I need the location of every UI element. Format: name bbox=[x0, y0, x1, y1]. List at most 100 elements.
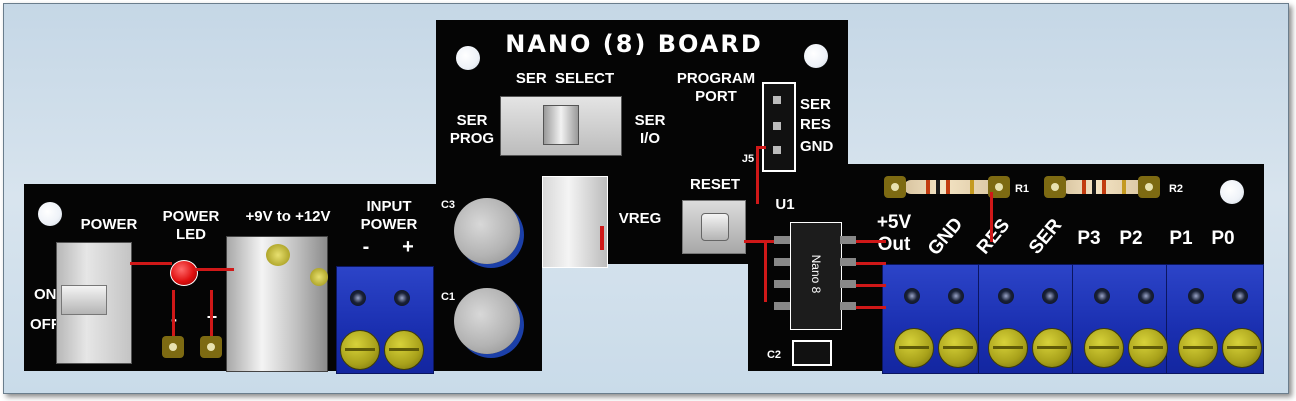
u1-label: U1 bbox=[775, 196, 795, 213]
chip-label: Nano 8 bbox=[809, 254, 823, 294]
terminal-hole bbox=[1094, 288, 1110, 304]
resistor-band bbox=[926, 180, 930, 194]
r1-label: R1 bbox=[1014, 183, 1030, 195]
board-title: NANO (8) BOARD bbox=[505, 30, 763, 58]
terminal-hole bbox=[350, 290, 366, 306]
dc-jack-pin bbox=[310, 268, 328, 286]
terminal-screw[interactable] bbox=[1032, 328, 1072, 368]
r2-pad bbox=[1044, 176, 1066, 198]
reset-button-cap[interactable] bbox=[701, 213, 729, 241]
trace bbox=[856, 240, 886, 243]
r2-label: R2 bbox=[1168, 183, 1184, 195]
power-switch-knob[interactable] bbox=[61, 285, 107, 315]
chip-pin bbox=[840, 258, 856, 266]
p1-label: P1 bbox=[1169, 228, 1193, 249]
terminal-hole bbox=[1138, 288, 1154, 304]
terminal-screw[interactable] bbox=[384, 330, 424, 370]
terminal-screw[interactable] bbox=[988, 328, 1028, 368]
ser-select-switch[interactable] bbox=[500, 96, 622, 156]
resistor-r2 bbox=[1062, 180, 1148, 194]
p3-label: P3 bbox=[1077, 228, 1101, 249]
power-label: POWER bbox=[80, 216, 138, 233]
trace bbox=[756, 146, 766, 149]
terminal-hole bbox=[1042, 288, 1058, 304]
ser-select-label: SER SELECT bbox=[515, 70, 615, 87]
input-minus-label: - bbox=[362, 236, 370, 258]
canvas-frame: NANO (8) BOARD POWER ON OFF POWER LED - … bbox=[3, 3, 1289, 394]
nano8-chip: Nano 8 bbox=[790, 222, 842, 330]
power-led-label: POWER LED bbox=[162, 208, 220, 243]
mount-hole bbox=[456, 46, 480, 70]
led-pad-minus bbox=[162, 336, 184, 358]
terminal-screw[interactable] bbox=[1084, 328, 1124, 368]
j5-label: J5 bbox=[741, 153, 755, 165]
voltage-label: +9V to +12V bbox=[245, 208, 331, 225]
power-switch[interactable] bbox=[56, 242, 132, 364]
chip-pin bbox=[840, 302, 856, 310]
terminal-screw[interactable] bbox=[1222, 328, 1262, 368]
terminal-screw[interactable] bbox=[938, 328, 978, 368]
terminal-hole bbox=[998, 288, 1014, 304]
on-label: ON bbox=[34, 286, 57, 303]
mount-hole bbox=[804, 44, 828, 68]
ser-prog-label: SER PROG bbox=[449, 112, 495, 147]
resistor-band bbox=[970, 180, 974, 194]
trace bbox=[856, 284, 886, 287]
program-port-label: PROGRAM PORT bbox=[676, 70, 756, 105]
terminal-hole bbox=[904, 288, 920, 304]
trace bbox=[210, 290, 213, 336]
resistor-band bbox=[946, 180, 950, 194]
trace bbox=[172, 290, 175, 336]
resistor-band bbox=[1122, 180, 1126, 194]
mount-hole bbox=[38, 202, 62, 226]
pin-ser-label: SER bbox=[800, 96, 831, 113]
reset-button[interactable] bbox=[682, 200, 746, 254]
led-pad-plus bbox=[200, 336, 222, 358]
resistor-band bbox=[1092, 180, 1096, 194]
chip-pin bbox=[774, 258, 790, 266]
trace bbox=[194, 268, 234, 271]
off-label: OFF bbox=[30, 316, 60, 333]
chip-pin bbox=[774, 302, 790, 310]
r2-pad bbox=[1138, 176, 1160, 198]
trace bbox=[744, 240, 788, 243]
ser-select-knob[interactable] bbox=[543, 105, 579, 145]
voltage-regulator bbox=[542, 176, 608, 268]
c1-label: C1 bbox=[440, 291, 456, 303]
dc-jack-barrel bbox=[266, 244, 290, 266]
program-port-header[interactable] bbox=[762, 82, 796, 172]
chip-pin bbox=[840, 236, 856, 244]
terminal-screw[interactable] bbox=[894, 328, 934, 368]
chip-pin bbox=[840, 280, 856, 288]
c3-label: C3 bbox=[440, 199, 456, 211]
trace bbox=[856, 306, 886, 309]
trace bbox=[764, 242, 767, 302]
p0-label: P0 bbox=[1211, 228, 1235, 249]
terminal-screw[interactable] bbox=[1178, 328, 1218, 368]
trace bbox=[990, 192, 993, 242]
header-pin bbox=[773, 122, 781, 130]
capacitor-c1 bbox=[454, 288, 520, 354]
out-5v-label: +5V Out bbox=[876, 212, 912, 255]
p2-label: P2 bbox=[1119, 228, 1143, 249]
terminal-screw[interactable] bbox=[340, 330, 380, 370]
pin-res-label: RES bbox=[800, 116, 831, 133]
resistor-r1 bbox=[904, 180, 1000, 194]
resistor-band bbox=[1102, 180, 1106, 194]
mount-hole bbox=[1220, 180, 1244, 204]
terminal-hole bbox=[948, 288, 964, 304]
pin-gnd-label: GND bbox=[800, 138, 834, 155]
header-pin bbox=[773, 96, 781, 104]
terminal-hole bbox=[1232, 288, 1248, 304]
power-led bbox=[170, 260, 198, 286]
header-pin bbox=[773, 146, 781, 154]
r1-pad bbox=[884, 176, 906, 198]
trace bbox=[600, 226, 604, 250]
vreg-label: VREG bbox=[618, 210, 662, 227]
c2-label: C2 bbox=[766, 349, 782, 361]
resistor-band bbox=[1082, 180, 1086, 194]
terminal-screw[interactable] bbox=[1128, 328, 1168, 368]
terminal-hole bbox=[1188, 288, 1204, 304]
chip-pin bbox=[774, 280, 790, 288]
terminal-hole bbox=[394, 290, 410, 306]
